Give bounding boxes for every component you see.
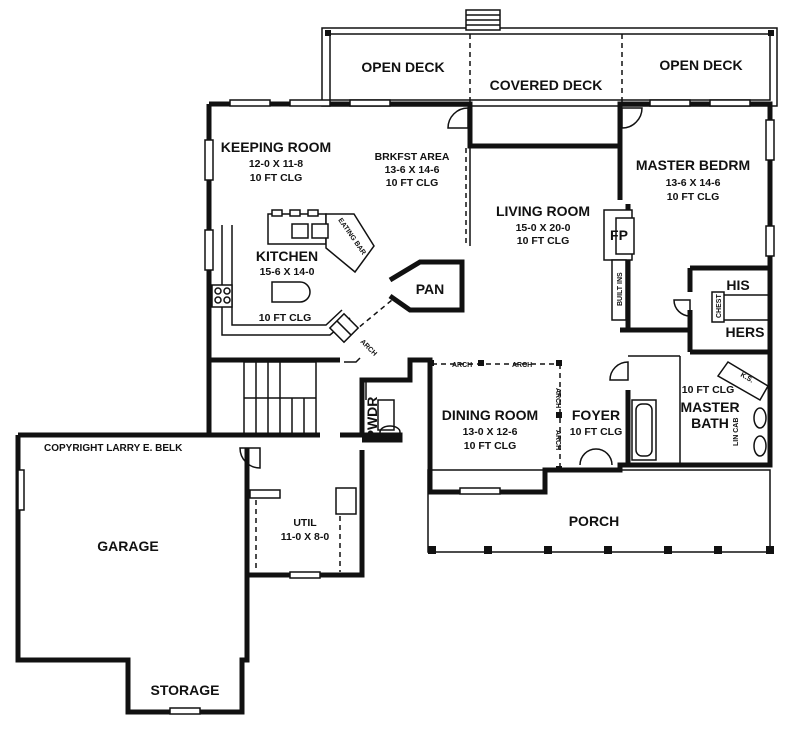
deck-area <box>321 9 778 107</box>
stairs <box>243 361 317 435</box>
fireplace-label: FP <box>610 227 628 243</box>
interior-walls <box>17 99 775 715</box>
room-open-deck-right: OPEN DECK <box>659 57 742 73</box>
room-garage: GARAGE <box>97 538 158 554</box>
linen-cab-label: LIN CAB <box>733 418 740 446</box>
pwdr-label: PWDR <box>364 397 380 440</box>
dining-room-clg: 10 FT CLG <box>464 440 517 452</box>
room-pan: PAN <box>416 281 445 297</box>
room-hers: HERS <box>726 324 765 340</box>
util-name: UTIL <box>293 517 317 529</box>
arch-label-stair: ARCH <box>359 338 378 357</box>
room-porch: PORCH <box>569 513 620 529</box>
room-living-room: LIVING ROOM <box>496 203 590 219</box>
dining-room-size: 13-0 X 12-6 <box>463 426 518 438</box>
room-covered-deck: COVERED DECK <box>490 77 603 93</box>
foyer-clg: 10 FT CLG <box>570 426 623 438</box>
room-dining-room: DINING ROOM <box>442 407 538 423</box>
brkfst-area-clg: 10 FT CLG <box>386 177 439 189</box>
brkfst-area-size: 13-6 X 14-6 <box>385 164 440 176</box>
util-size: 11-0 X 8-0 <box>281 531 330 543</box>
room-his: HIS <box>726 277 749 293</box>
ks-label: K.S. <box>739 372 754 385</box>
master-bath-clg: 10 FT CLG <box>682 384 735 396</box>
living-room-size: 15-0 X 20-0 <box>516 222 571 234</box>
room-foyer: FOYER <box>572 407 620 423</box>
arch-label-dining-1: ARCH <box>452 362 472 369</box>
room-storage: STORAGE <box>151 682 220 698</box>
living-room-clg: 10 FT CLG <box>517 235 570 247</box>
room-master-bath-2: BATH <box>691 415 729 431</box>
arch-label-dining-2: ARCH <box>512 362 532 369</box>
arch-label-dining-4: ARCH <box>554 430 561 450</box>
room-master-bedrm: MASTER BEDRM <box>636 157 750 173</box>
room-open-deck-left: OPEN DECK <box>361 59 444 75</box>
copyright-text: COPYRIGHT LARRY E. BELK <box>44 443 183 454</box>
keeping-room-size: 12-0 X 11-8 <box>249 158 303 170</box>
kitchen-size: 15-6 X 14-0 <box>260 266 315 278</box>
chest-label: CHEST <box>716 294 723 318</box>
exterior-walls <box>15 101 773 715</box>
room-brkfst-area: BRKFST AREA <box>375 151 450 163</box>
master-bedrm-size: 13-6 X 14-6 <box>666 177 721 189</box>
master-bedrm-clg: 10 FT CLG <box>667 191 720 203</box>
arch-label-dining-3: ARCH <box>554 388 561 408</box>
keeping-room-clg: 10 FT CLG <box>250 172 303 184</box>
room-master-bath: MASTER <box>680 399 739 415</box>
kitchen-clg: 10 FT CLG <box>259 312 312 324</box>
built-ins-label: BUILT INS <box>617 272 624 306</box>
room-keeping-room: KEEPING ROOM <box>221 139 331 155</box>
room-kitchen: KITCHEN <box>256 248 318 264</box>
